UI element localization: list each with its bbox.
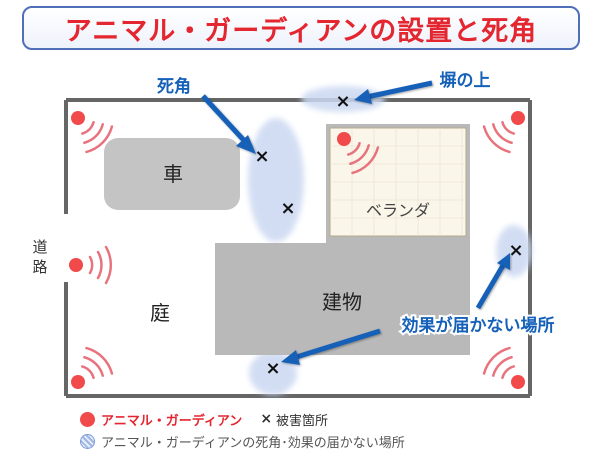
veranda-label: ベランダ <box>366 201 430 220</box>
damage-x-icon: × <box>260 411 273 427</box>
device-dot-icon <box>71 375 85 389</box>
callout-no-effect: 効果が届かない場所 <box>402 315 555 336</box>
legend-blind: アニマル・ガーディアンの死角･効果の届かない場所 <box>101 435 405 451</box>
title-box: アニマル・ガーディアンの設置と死角 <box>22 6 580 50</box>
page-title: アニマル・ガーディアンの設置と死角 <box>64 15 538 47</box>
device-dots <box>69 111 525 389</box>
building-label: 建物 <box>322 290 362 314</box>
damage-x-icon: × <box>254 146 269 167</box>
arrow-icon <box>361 80 433 101</box>
legend-row-2: アニマル・ガーディアンの死角･効果の届かない場所 <box>80 430 405 452</box>
device-dot-icon <box>71 111 85 125</box>
damage-marks: × × × × × <box>254 91 523 379</box>
callout-on-wall: 塀の上 <box>440 71 491 91</box>
damage-x-icon: × <box>280 198 295 219</box>
arrow-heads <box>236 89 510 365</box>
garden-label: 庭 <box>150 301 170 325</box>
arrow-icon <box>475 260 508 310</box>
veranda-grid <box>330 128 466 236</box>
legend-device: アニマル・ガーディアン <box>101 413 243 429</box>
damage-x-icon: × <box>335 91 350 112</box>
road-label-1: 道 <box>32 238 47 256</box>
arrow-icon <box>236 135 256 154</box>
device-left <box>88 245 113 285</box>
device-bottom-right <box>482 346 516 380</box>
blind-spot-swatch-icon <box>80 433 95 449</box>
damage-x-icon: × <box>265 358 280 379</box>
legend: アニマル・ガーディアン × 被害箇所 アニマル・ガーディアンの死角･効果の届かな… <box>80 408 405 452</box>
device-veranda <box>346 141 380 175</box>
device-dot-icon <box>511 111 525 125</box>
arrow-icon <box>497 253 510 270</box>
road-label-2: 路 <box>32 258 47 276</box>
arrow-icon <box>201 94 252 149</box>
device-top-right <box>482 120 516 154</box>
callout-labels: 死角 塀の上 効果が届かない場所 <box>155 69 557 338</box>
legend-row-1: アニマル・ガーディアン × 被害箇所 <box>80 408 405 430</box>
blind-spot-car-side <box>248 118 304 242</box>
device-dot-icon <box>337 132 351 146</box>
damage-x-icon: × <box>508 240 523 261</box>
arrow-icon <box>289 328 381 362</box>
callout-blind-spot: 死角 <box>157 76 191 97</box>
arrow-icon <box>354 89 372 104</box>
legend-damage: 被害箇所 <box>276 413 329 429</box>
car-label: 車 <box>163 162 183 186</box>
device-bottom-left <box>80 346 114 380</box>
device-dot-icon <box>69 258 83 272</box>
device-dot-icon <box>511 375 525 389</box>
arrow-icon <box>281 350 300 365</box>
callout-arrows <box>201 80 508 362</box>
device-dot-icon <box>80 411 95 427</box>
car-shape <box>104 138 240 210</box>
